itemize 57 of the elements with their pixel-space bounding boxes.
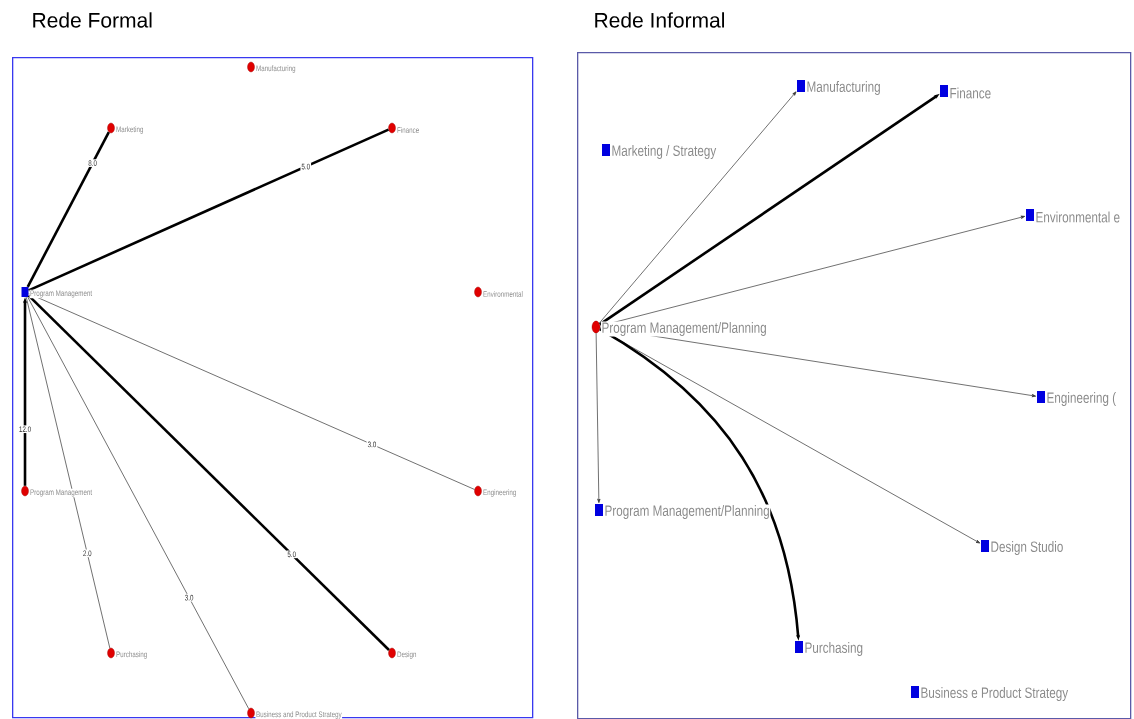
edge-label: 3.0 [366, 440, 378, 449]
node-marker [474, 485, 482, 497]
connector [27, 294, 390, 651]
node-marker [595, 504, 603, 516]
panel-heading: Rede Informal [595, 12, 724, 28]
connector [25, 296, 111, 649]
node-label: Marketing [115, 125, 144, 135]
node-label: Finance [948, 86, 992, 100]
edge-label: 5.0 [286, 550, 298, 559]
connector [27, 296, 250, 710]
node-label: Environmental e [1034, 210, 1121, 224]
node-label: Design Studio [989, 540, 1064, 556]
node-marker [21, 287, 29, 297]
node-label: Finance [396, 126, 420, 134]
edge-label: 12.0 [17, 425, 33, 434]
node-marker [981, 540, 989, 552]
node-label: Design [396, 650, 418, 660]
node-marker [388, 122, 396, 134]
node-label: Engineering [482, 488, 517, 498]
node-marker [107, 647, 115, 659]
node-marker [1026, 209, 1034, 221]
node-label: Purchasing [803, 641, 864, 657]
node-marker [21, 485, 29, 497]
node-label: Marketing / Strategy [610, 144, 717, 160]
edge-label: 5.0 [300, 162, 312, 171]
connector [26, 131, 110, 288]
edge-label: 3.0 [183, 593, 195, 602]
connector [595, 332, 601, 504]
node-label: Purchasing [115, 650, 148, 660]
node-marker [247, 707, 255, 719]
edge-label: 8.0 [87, 159, 98, 167]
node-label: Program Management [29, 488, 93, 498]
node-label: Environmental [482, 290, 524, 298]
node-label: Manufacturing [805, 80, 882, 96]
node-marker [602, 144, 610, 156]
edge-label: 2.0 [81, 549, 93, 558]
connector [598, 91, 797, 324]
node-label: Business e Product Strategy [919, 686, 1069, 702]
node-label: Manufacturing [255, 64, 297, 74]
node-marker [591, 320, 601, 334]
node-marker [388, 647, 396, 659]
node-marker [107, 122, 115, 134]
panel-heading: Rede Formal [33, 12, 152, 28]
node-marker [247, 61, 255, 73]
node-label: Program Management/Planning [600, 321, 768, 337]
connector [28, 128, 389, 292]
node-label: Business and Product Strategy [255, 710, 343, 719]
node-marker [474, 286, 482, 298]
node-marker [795, 641, 803, 653]
node-marker [940, 85, 948, 97]
connector [599, 215, 1026, 327]
node-label: Program Management/Planning [603, 504, 771, 520]
node-marker [1037, 391, 1045, 403]
node-label: Engineering ( [1045, 391, 1117, 407]
node-label: Program Management [29, 289, 93, 299]
node-marker [911, 686, 919, 698]
node-marker [797, 80, 805, 92]
